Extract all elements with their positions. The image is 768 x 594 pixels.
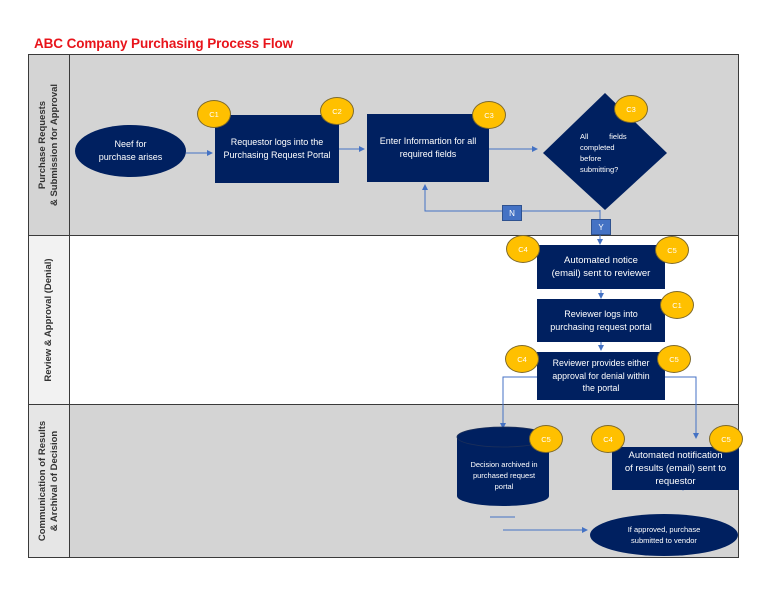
connector-decides-notify: [664, 376, 699, 439]
control-badge: C1: [197, 100, 231, 128]
decision-diamond: [543, 93, 667, 210]
process-enter-information: Enter Informartion for all required fiel…: [367, 114, 489, 182]
control-badge: C5: [529, 425, 563, 453]
control-badge: C4: [506, 235, 540, 263]
database-text: Decision archived in purchased request p…: [470, 460, 538, 491]
end-oval: If approved, purchase submitted to vendo…: [590, 514, 738, 556]
process-automated-notification: Automated notification of results (email…: [612, 447, 739, 490]
process-reviewer-decision: Reviewer provides either approval for de…: [537, 352, 665, 400]
database-cylinder: [456, 426, 550, 506]
start-oval: Neef for purchase arises: [75, 125, 186, 177]
control-badge: C4: [505, 345, 539, 373]
control-badge: C2: [320, 97, 354, 125]
process-requestor-login: Requestor logs into the Purchasing Reque…: [215, 115, 339, 183]
process-automated-notice: Automated notice (email) sent to reviewe…: [537, 245, 665, 289]
control-badge: C4: [591, 425, 625, 453]
decision-text: All fields completed before submitting?: [580, 132, 627, 174]
control-badge: C5: [655, 236, 689, 264]
control-badge: C5: [657, 345, 691, 373]
control-badge: C3: [472, 101, 506, 129]
control-badge: C5: [709, 425, 743, 453]
diagram-title: ABC Company Purchasing Process Flow: [34, 36, 294, 51]
lane-header: Purchase Requests & Submission for Appro…: [29, 55, 70, 235]
control-badge: C3: [614, 95, 648, 123]
lane-header: Communication of Results & Archival of D…: [29, 405, 70, 557]
process-reviewer-login: Reviewer logs into purchasing request po…: [537, 299, 665, 342]
connector-decides-archive: [500, 376, 537, 429]
control-badge: C1: [660, 291, 694, 319]
branch-yes-label: Y: [591, 219, 611, 235]
lane-header: Review & Approval (Denial): [29, 236, 70, 404]
branch-no-label: N: [502, 205, 522, 221]
